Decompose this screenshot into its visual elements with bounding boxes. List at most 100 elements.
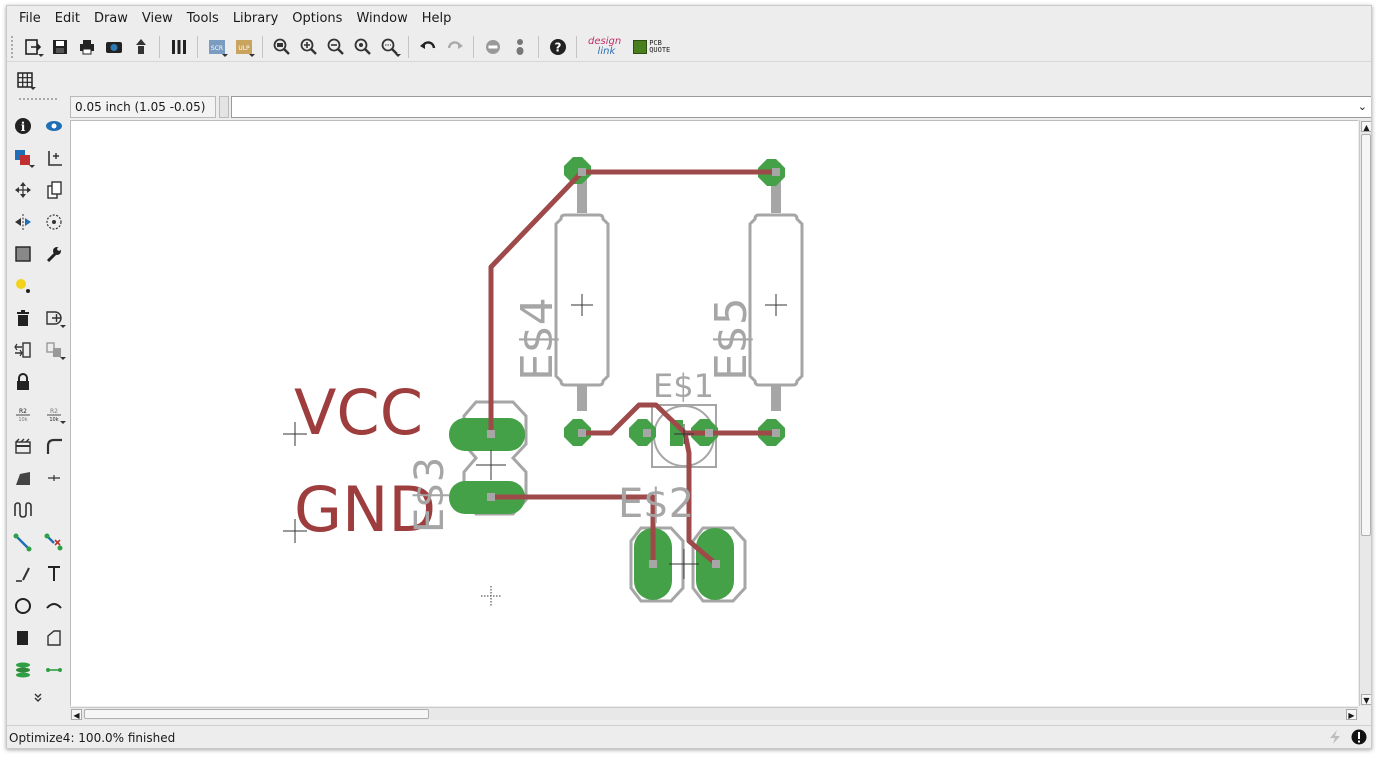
signal-tool[interactable]: [41, 657, 67, 683]
trace-vcc[interactable]: [488, 169, 585, 436]
help-button[interactable]: ?: [544, 34, 571, 60]
lock-tool[interactable]: [10, 369, 36, 395]
pad-es1-1[interactable]: [629, 419, 656, 446]
horizontal-scrollbar[interactable]: ◀ ▶: [70, 707, 1358, 720]
scroll-down-icon[interactable]: ▼: [1361, 694, 1371, 705]
mark-tool[interactable]: [41, 145, 67, 171]
zoom-in-button[interactable]: [295, 34, 322, 60]
part-name-es4[interactable]: E$4: [512, 297, 563, 381]
undo-button[interactable]: [414, 34, 441, 60]
board-drawing[interactable]: VCC GND E$1 E$2 E$3 E$4 E$5: [71, 121, 1358, 706]
optimize-tool[interactable]: [41, 465, 67, 491]
text-tool[interactable]: [41, 561, 67, 587]
add-tool[interactable]: [41, 305, 67, 331]
grid-toolbar: [7, 66, 1371, 94]
mirror-tool[interactable]: [10, 209, 36, 235]
part-name-es3[interactable]: E$3: [407, 457, 453, 533]
arc-tool[interactable]: [41, 593, 67, 619]
script-button[interactable]: SCR: [203, 34, 230, 60]
part-name-es2[interactable]: E$2: [618, 481, 694, 527]
ripup-tool[interactable]: [41, 529, 67, 555]
split-tool[interactable]: [10, 465, 36, 491]
redo-button[interactable]: [441, 34, 468, 60]
wire-tool[interactable]: [10, 561, 36, 587]
ulp-button[interactable]: ULP: [230, 34, 257, 60]
command-line-input[interactable]: ⌄: [231, 96, 1371, 118]
menu-library[interactable]: Library: [232, 11, 279, 26]
save-button[interactable]: [46, 34, 73, 60]
redraw-button[interactable]: [349, 34, 376, 60]
info-tool[interactable]: i: [10, 113, 36, 139]
command-history-chevron-down-icon[interactable]: ⌄: [1357, 100, 1367, 113]
part-name-es5[interactable]: E$5: [706, 297, 757, 381]
horizontal-scroll-thumb[interactable]: [84, 709, 429, 719]
go-button[interactable]: [506, 34, 533, 60]
cam-button[interactable]: [100, 34, 127, 60]
stop-button[interactable]: [479, 34, 506, 60]
move-tool[interactable]: [10, 177, 36, 203]
menu-options[interactable]: Options: [292, 11, 343, 26]
zoom-select-icon: [381, 38, 398, 55]
trace-base[interactable]: [579, 402, 779, 436]
scroll-right-icon[interactable]: ▶: [1346, 709, 1357, 720]
polygon-tool[interactable]: [41, 625, 67, 651]
via-tool[interactable]: [10, 657, 36, 683]
pinswap-tool[interactable]: [10, 337, 36, 363]
lightning-icon[interactable]: [1327, 729, 1343, 745]
change-tool[interactable]: [41, 241, 67, 267]
alert-icon[interactable]: [1351, 729, 1367, 745]
meander-tool[interactable]: [10, 497, 36, 523]
palette-grip[interactable]: [19, 98, 57, 106]
display-layers-tool[interactable]: [10, 145, 36, 171]
vertical-scroll-thumb[interactable]: [1361, 134, 1371, 536]
trace-gnd[interactable]: [488, 494, 656, 567]
paste-tool[interactable]: [10, 273, 36, 299]
replace-tool[interactable]: [41, 337, 67, 363]
circle-tool[interactable]: [10, 593, 36, 619]
open-button[interactable]: [19, 34, 46, 60]
menu-file[interactable]: File: [19, 11, 41, 26]
palette-expand-button[interactable]: [25, 684, 51, 710]
miter-tool[interactable]: [41, 433, 67, 459]
toolbar-grip[interactable]: [11, 35, 15, 58]
board-switch-button[interactable]: [127, 34, 154, 60]
menu-tools[interactable]: Tools: [186, 11, 219, 26]
menu-window[interactable]: Window: [356, 11, 408, 26]
vertical-scrollbar[interactable]: ▲ ▼: [1359, 120, 1371, 706]
board-canvas[interactable]: VCC GND E$1 E$2 E$3 E$4 E$5: [70, 120, 1358, 706]
menu-edit[interactable]: Edit: [54, 11, 80, 26]
scroll-left-icon[interactable]: ◀: [71, 709, 82, 720]
rotate-tool[interactable]: [41, 209, 67, 235]
smash-tool[interactable]: [10, 433, 36, 459]
open-icon: [24, 38, 41, 55]
label-gnd[interactable]: GND: [294, 473, 436, 546]
scroll-up-icon[interactable]: ▲: [1361, 121, 1371, 132]
layer-settings-button[interactable]: [165, 34, 192, 60]
trace-collector[interactable]: [682, 430, 719, 567]
pad-es4-1[interactable]: [564, 157, 591, 184]
label-vcc[interactable]: VCC: [294, 376, 423, 449]
group-tool[interactable]: [10, 241, 36, 267]
grid-button[interactable]: [11, 67, 38, 93]
delete-tool[interactable]: [10, 305, 36, 331]
menu-view[interactable]: View: [141, 11, 173, 26]
print-button[interactable]: [73, 34, 100, 60]
menu-draw[interactable]: Draw: [93, 11, 128, 26]
show-tool[interactable]: [41, 113, 67, 139]
zoom-select-button[interactable]: [376, 34, 403, 60]
zoom-fit-button[interactable]: [268, 34, 295, 60]
route-tool[interactable]: [10, 529, 36, 555]
rect-tool[interactable]: [10, 625, 36, 651]
menu-help[interactable]: Help: [421, 11, 452, 26]
zoom-redraw-icon: [354, 38, 371, 55]
part-name-es1[interactable]: E$1: [653, 367, 714, 405]
zoom-out-button[interactable]: [322, 34, 349, 60]
designlink-button[interactable]: design link: [582, 36, 627, 57]
pad-es4-2[interactable]: [564, 419, 591, 446]
layers-display-icon: [14, 150, 30, 165]
copy-tool[interactable]: [41, 177, 67, 203]
